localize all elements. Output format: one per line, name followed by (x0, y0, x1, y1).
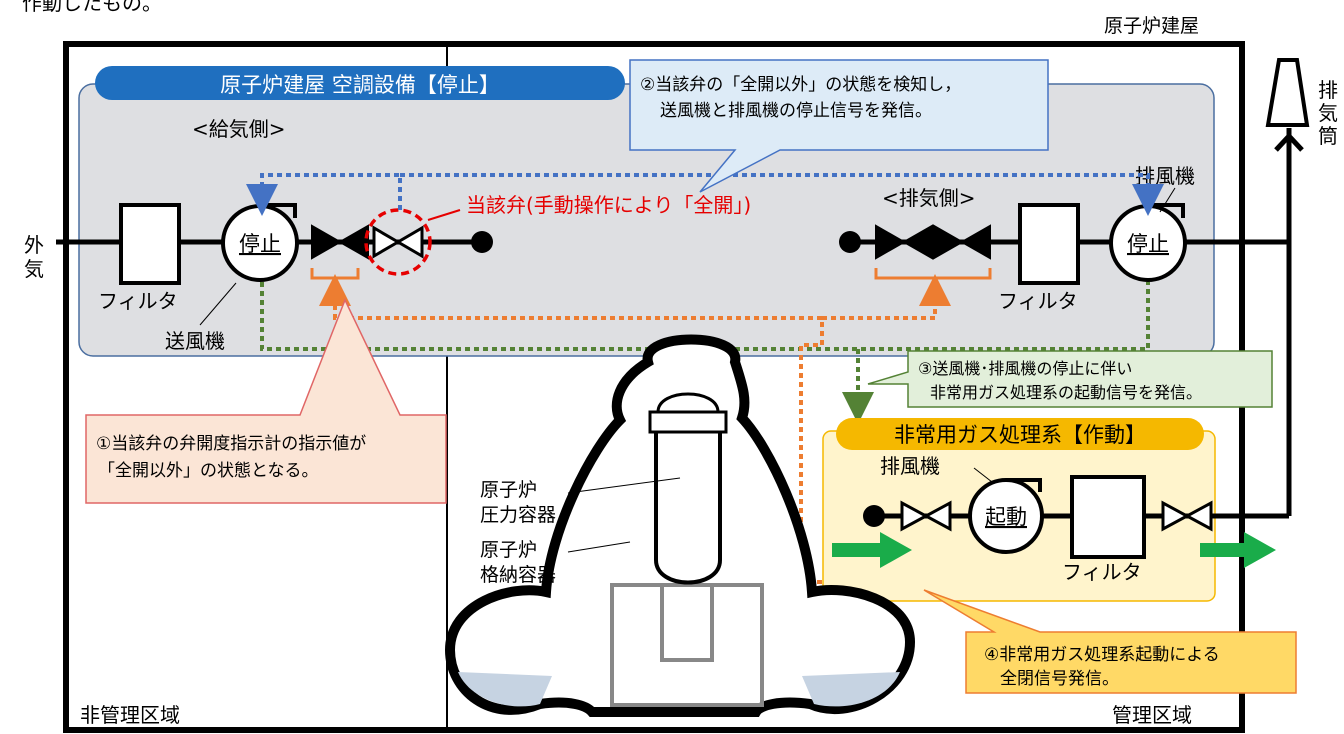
pressure-vessel-head (656, 392, 720, 414)
hvac-title: 原子炉建屋 空調設備【停止】 (220, 73, 500, 97)
vessel-leader (567, 477, 681, 494)
sgts-title: 非常用ガス処理系【作動】 (894, 423, 1146, 447)
building-label: 原子炉建屋 (1104, 15, 1199, 37)
containment-leader (567, 541, 631, 553)
sgts-valve-2b (1183, 500, 1213, 532)
sgts-filter (1070, 475, 1146, 559)
supply-filter (119, 203, 181, 285)
sgts-fan-status: 起動 (985, 505, 1027, 529)
sgts-valve-1a (900, 500, 930, 532)
sgts-fan (968, 478, 1044, 554)
stack-arrow-head (1274, 132, 1304, 152)
stack-label-2: 気 (1318, 101, 1338, 125)
exhaust-valve-2a (933, 224, 965, 260)
orange-signal-branch (822, 274, 951, 320)
vessel-label-1: 原子炉 (480, 479, 537, 501)
exhaust-stack (1265, 58, 1310, 127)
exhaust-duct-end (839, 231, 861, 253)
exhaust-fan-label: 排風機 (1135, 164, 1195, 188)
exhaust-valve-1b (901, 224, 933, 260)
supply-duct-end (471, 231, 493, 253)
sgts-fan-leader (973, 467, 993, 483)
target-valve-right (395, 225, 424, 259)
zone-controlled-label: 管理区域 (1112, 703, 1192, 727)
callout-4-box (923, 589, 1297, 694)
suppression-pool-left (458, 672, 552, 707)
containment-label-2: 格納容器 (480, 564, 556, 586)
sgts-inflow-arrow (832, 532, 912, 568)
exhaust-filter (1018, 203, 1080, 285)
sgts-duct-end (863, 505, 885, 527)
callout-4-line-1: ④非常用ガス処理系起動による (984, 645, 1220, 665)
callout-3-line-1: ③送風機･排風機の停止に伴い (918, 359, 1132, 378)
pedestal-inner (660, 583, 714, 662)
blue-signal-line-2 (400, 173, 1164, 216)
callout-2-line-2: 送風機と排風機の停止信号を発信。 (660, 101, 932, 121)
callout-4-line-2: 全閉信号発信。 (1000, 669, 1119, 689)
supply-fan-leader (199, 282, 237, 326)
sgts-valve-1b (922, 500, 952, 532)
callout-1-line-2: 「全開以外」の状態となる。 (98, 461, 319, 481)
exhaust-filter-label: フィルタ (998, 289, 1078, 313)
exhaust-valve-2b (959, 224, 991, 260)
callout-2-line-1: ②当該弁の「全開以外」の状態を検知し， (640, 75, 961, 95)
suppression-pool-right (802, 672, 900, 707)
sgts-outflow-arrow (1200, 532, 1276, 568)
callout-1-box (85, 298, 447, 504)
supply-valve-1 (311, 224, 343, 260)
zone-non-controlled-label: 非管理区域 (80, 703, 180, 727)
outside-air-label-2: 気 (24, 257, 44, 281)
pressure-vessel-flange (648, 410, 728, 434)
supply-valve-1b (337, 224, 369, 260)
callout-1-line-1: ①当該弁の弁開度指示計の指示値が (96, 434, 366, 454)
target-valve-left (372, 225, 401, 259)
supply-filter-label: フィルタ (98, 289, 178, 313)
sgts-title-bar (836, 418, 1204, 450)
vessel-label-2: 圧力容器 (480, 504, 556, 526)
containment-label-1: 原子炉 (480, 539, 537, 561)
exhaust-fan-status: 停止 (1127, 232, 1169, 256)
supply-side-label: <給気側> (192, 117, 286, 141)
supply-fan-status: 停止 (239, 232, 281, 256)
pressure-vessel (654, 426, 722, 585)
callout-3-box (867, 350, 1273, 408)
hvac-title-bar (95, 66, 625, 100)
blue-signal-line (246, 173, 402, 216)
target-valve-leader (427, 209, 461, 221)
callout-3-line-2: 非常用ガス処理系の起動信号を発信。 (930, 383, 1202, 402)
sgts-fan-label: 排風機 (880, 454, 940, 478)
outside-air-label-1: 外 (24, 233, 44, 257)
stack-label-3: 筒 (1318, 124, 1338, 148)
sgts-filter-label: フィルタ (1062, 560, 1142, 584)
callout-2-box (629, 59, 1049, 193)
stack-label-1: 排 (1318, 78, 1338, 102)
sgts-valve-2a (1161, 500, 1191, 532)
exhaust-side-label: <排気側> (882, 186, 976, 210)
supply-fan-label: 送風機 (165, 329, 225, 353)
target-valve-label: 当該弁(手動操作により「全開」) (466, 193, 751, 217)
exhaust-valve-1a (875, 224, 907, 260)
top-fragment-text: 作動したもの。 (22, 0, 162, 15)
